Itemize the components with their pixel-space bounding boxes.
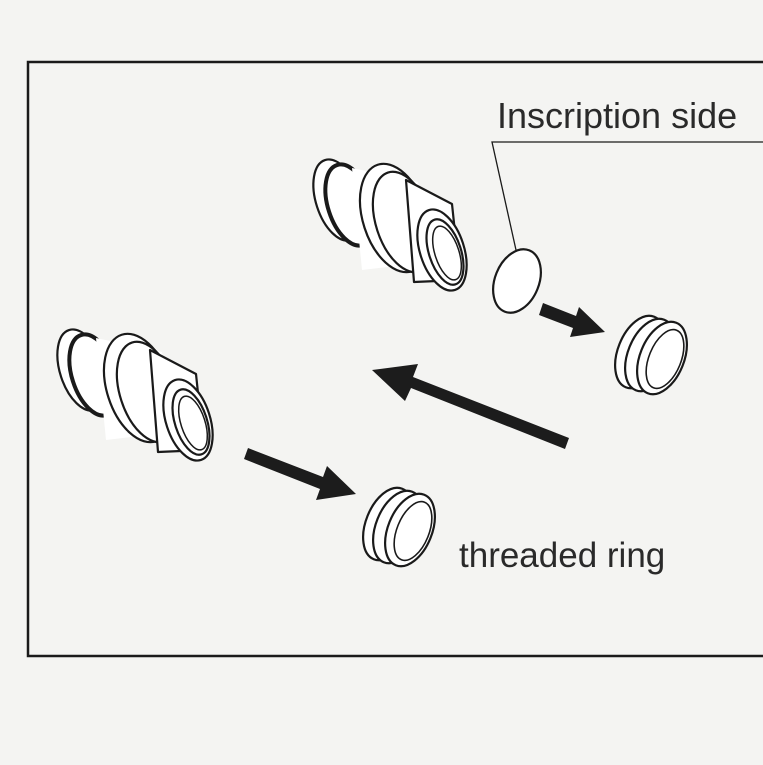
- arrow-long-back-icon: [372, 364, 569, 449]
- lower-threaded-ring-icon: [362, 486, 436, 568]
- inscription-leader-line: [491, 141, 763, 251]
- upper-threaded-ring-icon: [614, 314, 688, 396]
- lower-adapter-icon: [56, 328, 214, 462]
- arrow-right-lower-icon: [244, 448, 356, 500]
- arrow-right-upper-icon: [539, 303, 605, 337]
- inscription-side-label: Inscription side: [497, 95, 737, 136]
- filter-disc-icon: [492, 248, 542, 314]
- diagram-frame: [26, 60, 763, 658]
- upper-adapter-icon: [312, 158, 468, 292]
- threaded-ring-label: threaded ring: [459, 536, 665, 575]
